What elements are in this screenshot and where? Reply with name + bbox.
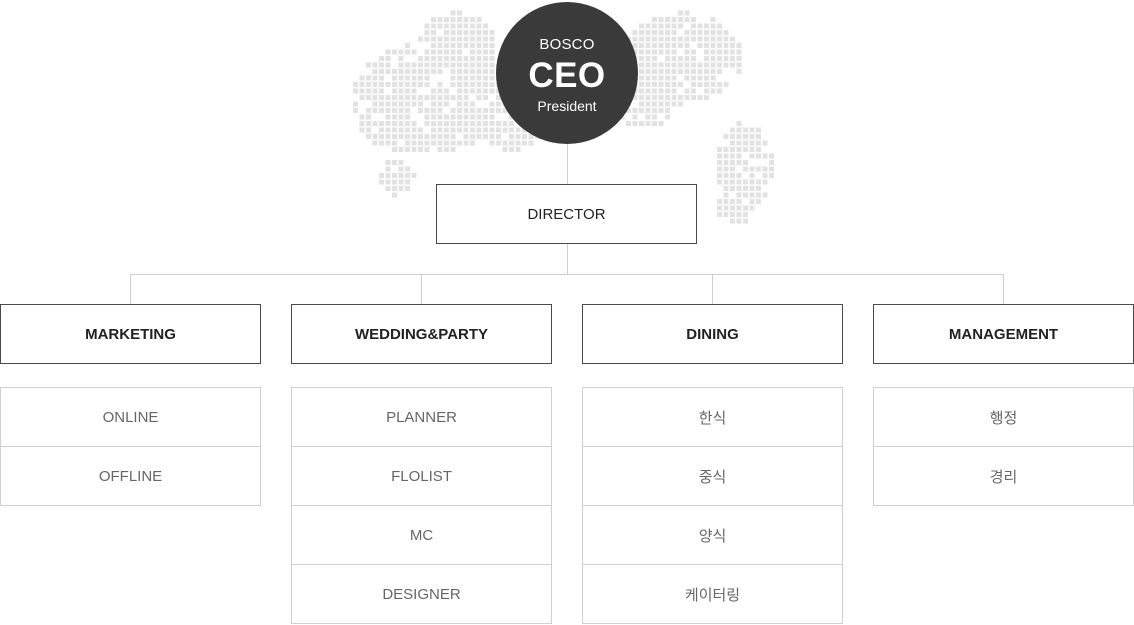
dept-management: MANAGEMENT <box>873 304 1134 364</box>
list-item: OFFLINE <box>1 446 260 505</box>
list-item: PLANNER <box>386 408 457 426</box>
list-item: 중식 <box>583 446 842 505</box>
list-item: 한식 <box>698 409 727 427</box>
marketing-sublist: ONLINE OFFLINE <box>0 387 261 506</box>
ceo-subtitle: President <box>537 98 597 114</box>
director-node: DIRECTOR <box>436 184 697 244</box>
connector-dining <box>712 274 713 304</box>
ceo-node: BOSCO CEO President <box>496 2 638 144</box>
list-item: 행정 <box>989 409 1018 427</box>
list-item: 케이터링 <box>583 564 842 623</box>
connector-wedding <box>421 274 422 304</box>
connector-marketing <box>130 274 131 304</box>
list-item: ONLINE <box>102 408 159 426</box>
dept-dining: DINING <box>582 304 843 364</box>
list-item: 경리 <box>874 446 1133 505</box>
wedding-party-sublist: PLANNER FLOLIST MC DESIGNER <box>291 387 552 624</box>
dept-wedding-party: WEDDING&PARTY <box>291 304 552 364</box>
ceo-title: CEO <box>528 56 606 95</box>
connector-management <box>1003 274 1004 304</box>
list-item: MC <box>292 505 551 564</box>
list-item: DESIGNER <box>292 564 551 623</box>
dept-marketing: MARKETING <box>0 304 261 364</box>
connector-director-stem <box>567 244 568 274</box>
list-item: FLOLIST <box>292 446 551 505</box>
dining-sublist: 한식 중식 양식 케이터링 <box>582 387 843 624</box>
management-sublist: 행정 경리 <box>873 387 1134 506</box>
connector-ceo-director <box>567 144 568 184</box>
connector-horizontal <box>130 274 1004 275</box>
world-map-background <box>353 10 774 224</box>
ceo-company: BOSCO <box>539 36 595 53</box>
list-item: 양식 <box>583 505 842 564</box>
